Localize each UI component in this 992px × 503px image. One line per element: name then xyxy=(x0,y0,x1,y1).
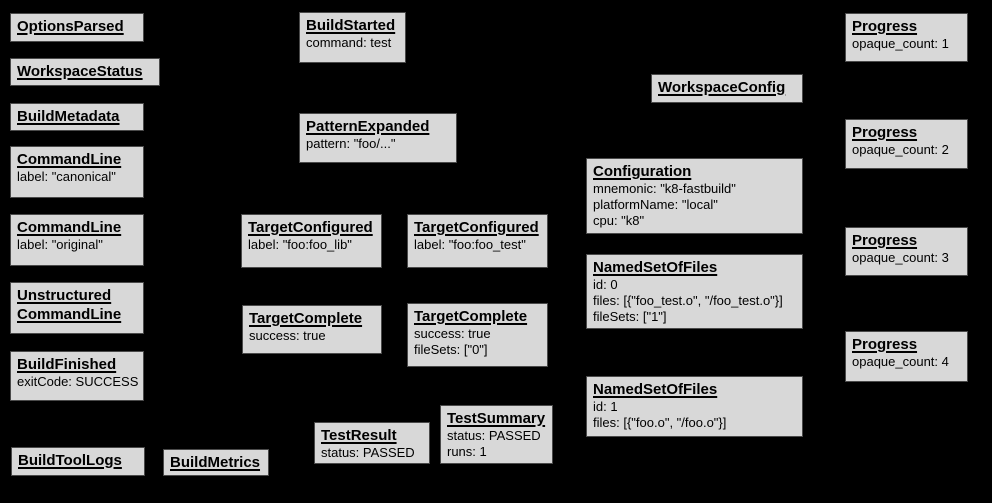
node-title: Progress xyxy=(852,232,918,249)
node-pattern-expanded: PatternExpanded pattern: "foo/..." xyxy=(299,113,457,163)
node-test-result: TestResult status: PASSED xyxy=(314,422,430,464)
node-attribute: id: 1 xyxy=(593,399,618,414)
node-attribute: label: "foo:foo_test" xyxy=(414,237,526,252)
node-attribute: platformName: "local" xyxy=(593,197,718,212)
node-title: BuildMetadata xyxy=(17,108,120,125)
node-named-set-of-files-0: NamedSetOfFiles id: 0 files: [{"foo_test… xyxy=(586,254,803,329)
node-attribute: exitCode: SUCCESS xyxy=(17,374,139,389)
node-title: TestResult xyxy=(321,427,397,444)
node-title: TargetComplete xyxy=(414,308,528,325)
node-workspace-config: WorkspaceConfig xyxy=(651,74,803,103)
node-build-metrics: BuildMetrics xyxy=(163,449,269,476)
node-named-set-of-files-1: NamedSetOfFiles id: 1 files: [{"foo.o", … xyxy=(586,376,803,437)
node-title: TargetConfigured xyxy=(414,219,539,236)
node-configuration: Configuration mnemonic: "k8-fastbuild" p… xyxy=(586,158,803,234)
node-title: BuildStarted xyxy=(306,17,396,34)
node-title: BuildToolLogs xyxy=(18,452,122,469)
node-title: Progress xyxy=(852,18,918,35)
node-title: OptionsParsed xyxy=(17,18,124,35)
node-attribute: command: test xyxy=(306,35,392,50)
node-attribute: label: "canonical" xyxy=(17,169,116,184)
node-unstructured-command-line: Unstructured CommandLine xyxy=(10,282,144,334)
node-workspace-status: WorkspaceStatus xyxy=(10,58,160,86)
node-attribute: opaque_count: 4 xyxy=(852,354,949,369)
node-title: TestSummary xyxy=(447,410,546,427)
node-test-summary: TestSummary status: PASSED runs: 1 xyxy=(440,405,553,464)
node-attribute: success: true xyxy=(249,328,326,343)
node-attribute: opaque_count: 2 xyxy=(852,142,949,157)
node-progress-2: Progress opaque_count: 2 xyxy=(845,119,968,169)
node-attribute: success: true xyxy=(414,326,491,341)
node-title: Configuration xyxy=(593,163,692,180)
node-title: PatternExpanded xyxy=(306,118,430,135)
node-attribute: cpu: "k8" xyxy=(593,213,645,228)
node-title: BuildFinished xyxy=(17,356,117,373)
node-title: Progress xyxy=(852,336,918,353)
node-target-configured-foo-test: TargetConfigured label: "foo:foo_test" xyxy=(407,214,548,268)
node-command-line-canonical: CommandLine label: "canonical" xyxy=(10,146,144,198)
node-attribute: id: 0 xyxy=(593,277,618,292)
node-attribute: label: "foo:foo_lib" xyxy=(248,237,352,252)
node-title: NamedSetOfFiles xyxy=(593,381,718,398)
node-build-tool-logs: BuildToolLogs xyxy=(11,447,145,476)
node-target-complete-foo-test: TargetComplete success: true fileSets: [… xyxy=(407,303,548,367)
node-attribute: fileSets: ["1"] xyxy=(593,309,667,324)
node-title: WorkspaceConfig xyxy=(658,79,786,96)
node-options-parsed: OptionsParsed xyxy=(10,13,144,42)
node-title: Unstructured CommandLine xyxy=(17,287,122,323)
node-target-complete-foo-lib: TargetComplete success: true xyxy=(242,305,382,354)
node-attribute: label: "original" xyxy=(17,237,103,252)
node-title: BuildMetrics xyxy=(170,454,261,471)
node-attribute: files: [{"foo.o", "/foo.o"}] xyxy=(593,415,727,430)
node-attribute: pattern: "foo/..." xyxy=(306,136,396,151)
node-attribute: mnemonic: "k8-fastbuild" xyxy=(593,181,736,196)
node-title: Progress xyxy=(852,124,918,141)
node-title: CommandLine xyxy=(17,219,122,236)
node-build-finished: BuildFinished exitCode: SUCCESS xyxy=(10,351,144,401)
node-title: TargetComplete xyxy=(249,310,363,327)
node-command-line-original: CommandLine label: "original" xyxy=(10,214,144,266)
node-attribute: opaque_count: 3 xyxy=(852,250,949,265)
node-target-configured-foo-lib: TargetConfigured label: "foo:foo_lib" xyxy=(241,214,382,268)
node-build-metadata: BuildMetadata xyxy=(10,103,144,131)
node-attribute: status: PASSED xyxy=(447,428,541,443)
node-build-started: BuildStarted command: test xyxy=(299,12,406,63)
node-attribute: opaque_count: 1 xyxy=(852,36,949,51)
node-attribute: runs: 1 xyxy=(447,444,487,459)
node-title: WorkspaceStatus xyxy=(17,63,143,80)
node-title: NamedSetOfFiles xyxy=(593,259,718,276)
node-progress-1: Progress opaque_count: 1 xyxy=(845,13,968,62)
node-progress-4: Progress opaque_count: 4 xyxy=(845,331,968,382)
node-progress-3: Progress opaque_count: 3 xyxy=(845,227,968,276)
node-title: TargetConfigured xyxy=(248,219,373,236)
node-attribute: files: [{"foo_test.o", "/foo_test.o"}] xyxy=(593,293,783,308)
node-attribute: fileSets: ["0"] xyxy=(414,342,488,357)
node-attribute: status: PASSED xyxy=(321,445,415,460)
node-title: CommandLine xyxy=(17,151,122,168)
